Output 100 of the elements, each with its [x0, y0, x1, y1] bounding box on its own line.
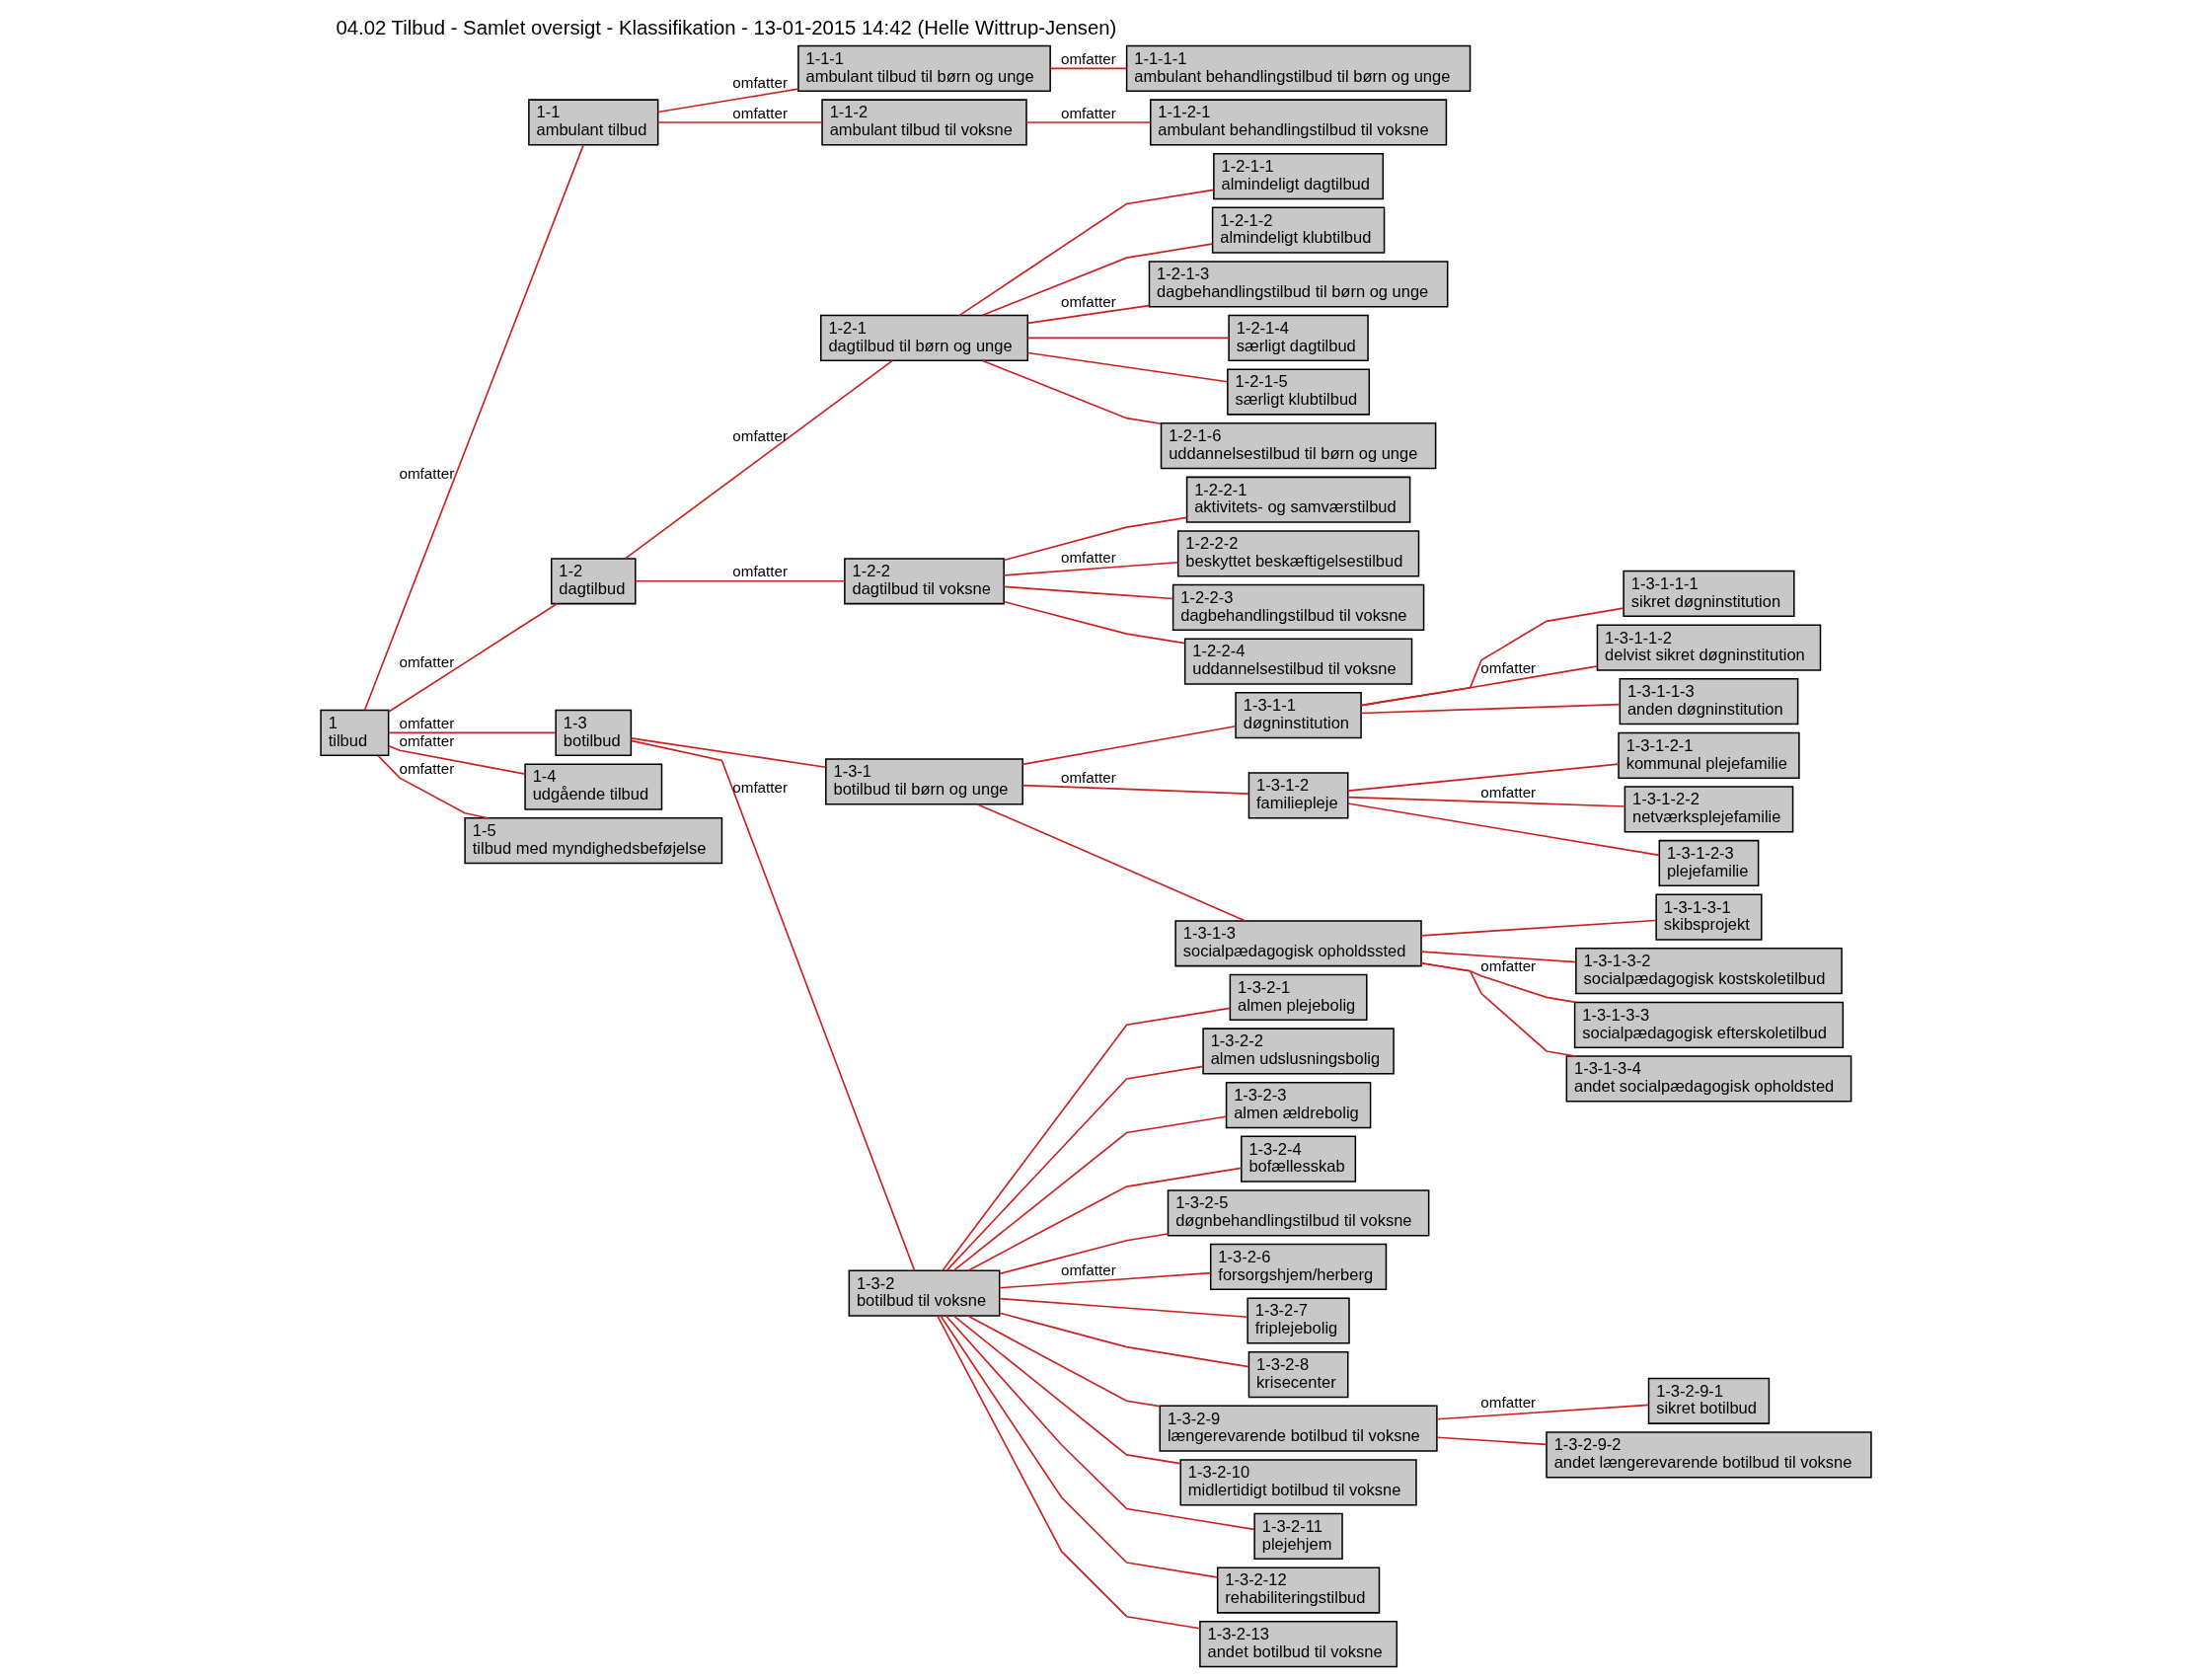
- node-box: 1-2-1-5 særligt klubtilbud: [1226, 368, 1370, 416]
- edge-label: omfatter: [398, 759, 454, 777]
- node-box: 1-3-2-5 døgnbehandlingstilbud til voksne: [1167, 1189, 1429, 1237]
- connector: [630, 739, 915, 1271]
- connector: [1346, 802, 1660, 857]
- connector: [387, 602, 558, 713]
- connector: [387, 744, 526, 775]
- connector: [1020, 725, 1237, 766]
- connector: [1026, 351, 1228, 383]
- node-box: 1-3-2-10 midlertidigt botilbud til voksne: [1178, 1459, 1417, 1506]
- connector: [998, 1271, 1211, 1289]
- node-box: 1-3-2-9-2 andet længerevarende botilbud til voksne: [1545, 1431, 1872, 1479]
- node-box: 1-4 udgående tilbud: [523, 763, 662, 810]
- node-box: 1-2-1-2 almindeligt klubtilbud: [1211, 206, 1385, 254]
- node-box: 1-3-1-1-1 sikret døgninstitution: [1622, 570, 1795, 618]
- node-box: 1 tilbud: [319, 709, 389, 757]
- connector: [944, 1315, 1255, 1531]
- connector: [998, 1312, 1249, 1368]
- edge-label: omfatter: [1479, 783, 1536, 801]
- connector: [377, 755, 489, 819]
- node-box: 1-3-2-8 krisecenter: [1247, 1351, 1348, 1399]
- node-box: 1-2-2-1 aktivitets- og samværstilbud: [1185, 476, 1410, 523]
- connector: [1002, 561, 1178, 576]
- connector: [958, 189, 1214, 317]
- connector: [939, 1315, 1218, 1578]
- connector: [966, 1315, 1161, 1408]
- node-box: 1-3-1-3-2 socialpædagogisk kostskoletilbud: [1574, 948, 1843, 995]
- connector: [1048, 67, 1127, 70]
- node-box: 1-2-1-3 dagbehandlingstilbud til børn og unge: [1148, 261, 1448, 308]
- node-box: 1-3-2-2 almen udslusningsbolig: [1201, 1028, 1395, 1075]
- edge-label: omfatter: [398, 715, 454, 732]
- edge-label: omfatter: [731, 778, 788, 796]
- node-box: 1-3-1-1-3 anden døgninstitution: [1619, 678, 1798, 725]
- node-box: 1-3-2-7 friplejebolig: [1246, 1297, 1350, 1344]
- node-box: 1-2-2-3 dagbehandlingstilbud til voksne: [1171, 583, 1424, 632]
- node-box: 1-3-2 botilbud til voksne: [848, 1269, 1000, 1317]
- edge-label: omfatter: [731, 74, 788, 92]
- connector: [624, 359, 893, 560]
- edge-label: omfatter: [398, 465, 454, 483]
- connector: [1002, 516, 1187, 562]
- edge-label: omfatter: [398, 731, 454, 749]
- node-box: 1-3-2-3 almen ældrebolig: [1225, 1081, 1371, 1129]
- connector: [1020, 784, 1249, 795]
- node-box: 1-3-1-3-4 andet socialpædagogisk opholdsted: [1565, 1055, 1851, 1103]
- node-box: 1-3-1 botilbud til børn og unge: [824, 758, 1023, 805]
- connector: [1420, 919, 1657, 937]
- connector: [976, 803, 1246, 922]
- connector: [941, 1007, 1231, 1271]
- diagram-title: 04.02 Tilbud - Samlet oversigt - Klassifikation - 13-01-2015 14:42 (Helle Wittrup-Jensen): [335, 16, 1116, 38]
- node-box: 1-3-1-2-3 plejefamilie: [1658, 839, 1759, 887]
- node-box: 1-2-1-1 almindeligt dagtilbud: [1212, 153, 1384, 200]
- node-box: 1-3-1-3 socialpædagogisk opholdssted: [1173, 920, 1422, 967]
- connector: [998, 1297, 1248, 1319]
- connector: [1026, 304, 1150, 325]
- connector: [998, 1233, 1169, 1275]
- connector: [1002, 585, 1173, 600]
- node-box: 1-3-2-4 bofællesskab: [1240, 1135, 1356, 1183]
- connector: [1359, 665, 1598, 707]
- node-box: 1-2-1 dagtilbud til børn og unge: [819, 314, 1028, 362]
- edge-label: omfatter: [731, 427, 788, 445]
- connector: [945, 1065, 1204, 1271]
- connector: [363, 144, 584, 712]
- connector: [634, 579, 845, 582]
- edge-label: omfatter: [1060, 549, 1116, 567]
- connector: [1420, 951, 1576, 963]
- node-box: 1-1 ambulant tilbud: [527, 99, 658, 146]
- connector: [656, 88, 798, 114]
- edge-label: omfatter: [1479, 957, 1536, 975]
- edge-label: omfatter: [731, 104, 788, 121]
- connector: [1002, 600, 1185, 645]
- edge-label: omfatter: [1060, 768, 1116, 786]
- node-box: 1-1-1 ambulant tilbud til børn og unge: [796, 44, 1051, 92]
- connector: [981, 359, 1162, 425]
- connector: [1435, 1436, 1548, 1446]
- edge-label: omfatter: [1479, 1394, 1536, 1412]
- edge-label: omfatter: [1060, 1260, 1116, 1278]
- connector: [1359, 703, 1621, 715]
- node-box: 1-3-1-2-2 netværksplejefamilie: [1624, 786, 1793, 833]
- connector: [1024, 121, 1151, 123]
- node-box: 1-3-1-2-1 kommunal plejefamilie: [1617, 731, 1800, 779]
- node-box: 1-5 tilbud med myndighedsbeføjelse: [463, 817, 722, 865]
- node-box: 1-3-2-13 andet botilbud til voksne: [1198, 1621, 1398, 1668]
- connector: [936, 1315, 1201, 1630]
- connector: [656, 121, 823, 123]
- edge-label: omfatter: [398, 652, 454, 670]
- connector: [387, 731, 557, 734]
- node-box: 1-1-1-1 ambulant behandlingstilbud til børn og unge: [1125, 44, 1471, 92]
- connector: [1346, 763, 1620, 792]
- node-box: 1-3-2-6 forsorgshjem/herberg: [1209, 1243, 1387, 1290]
- node-box: 1-3-2-1 almen plejebolig: [1229, 973, 1368, 1021]
- node-box: 1-3-1-2 familiepleje: [1247, 772, 1348, 819]
- edge-label: omfatter: [1060, 293, 1116, 311]
- connector: [1026, 337, 1229, 340]
- node-box: 1-1-2-1 ambulant behandlingstilbud til voksne: [1149, 99, 1447, 146]
- connector: [630, 737, 826, 769]
- connector: [966, 1167, 1243, 1271]
- connector: [1346, 796, 1625, 807]
- node-box: 1-3-1-3-1 skibsprojekt: [1654, 893, 1763, 941]
- connector: [952, 1115, 1227, 1271]
- node-box: 1-3 botilbud: [554, 709, 632, 757]
